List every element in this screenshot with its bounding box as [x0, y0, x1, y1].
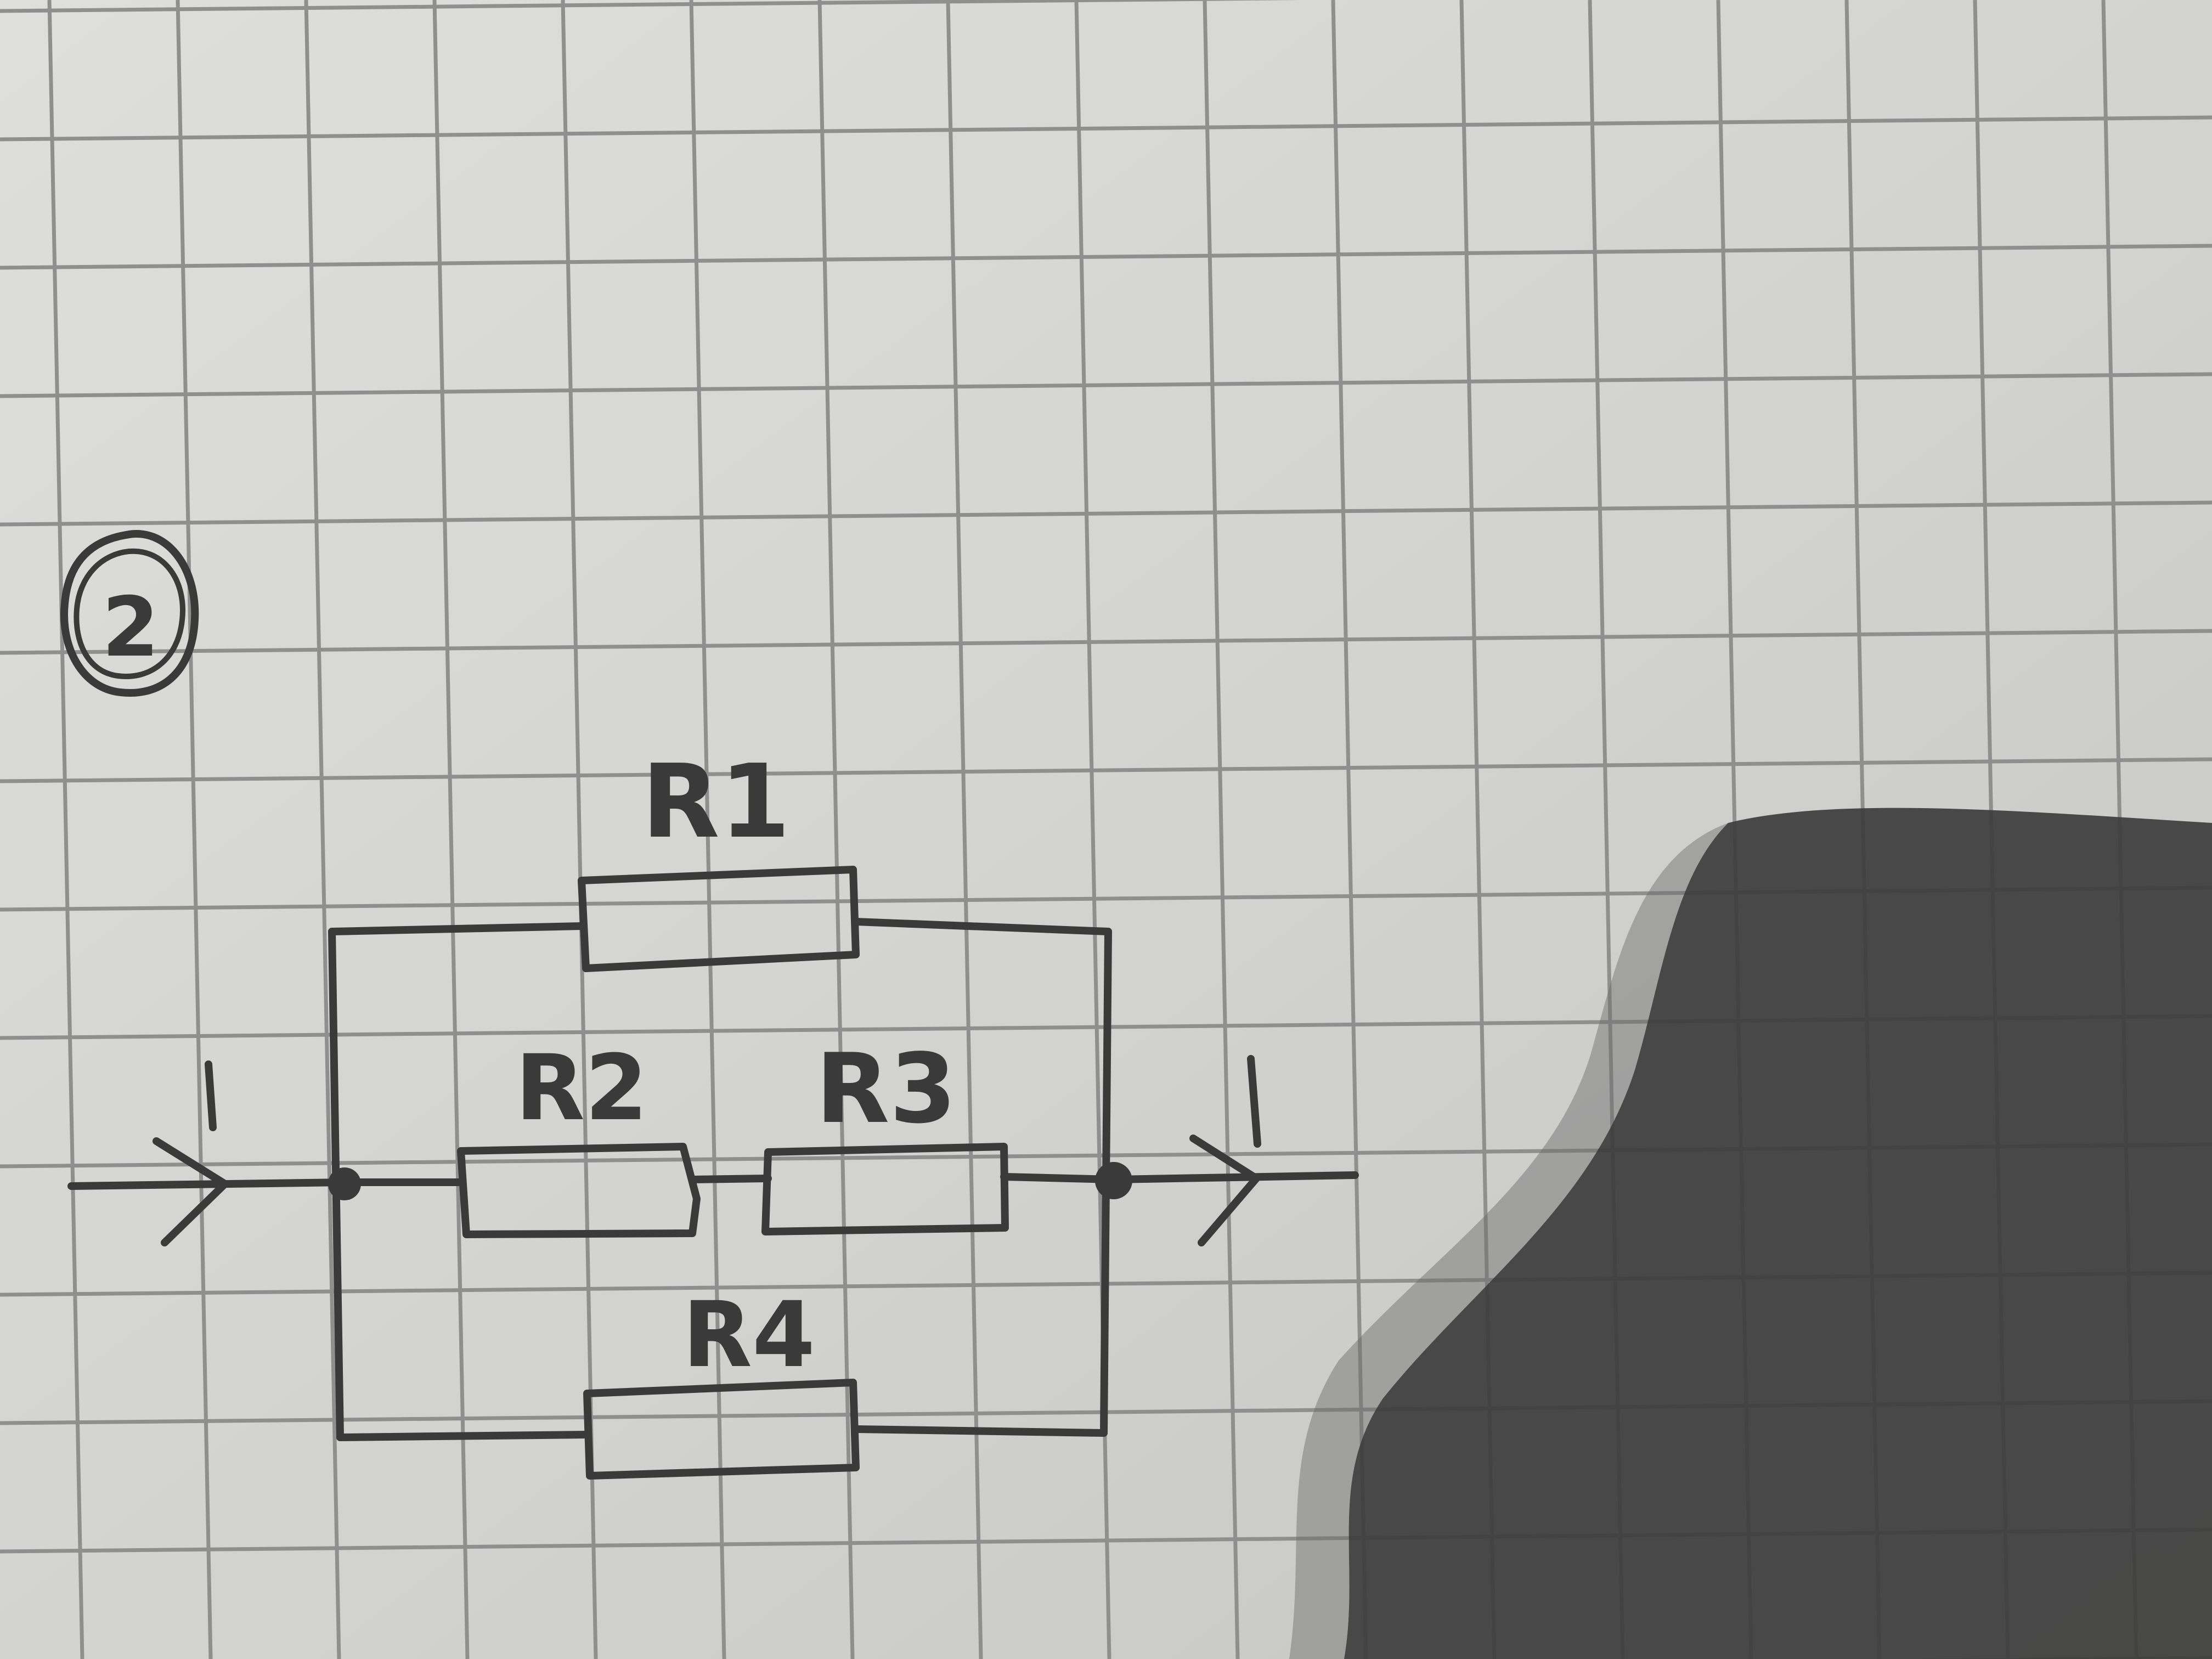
wire-top-left — [328, 922, 585, 935]
grid-line-vertical — [689, 0, 726, 1659]
grid-line-vertical — [176, 0, 213, 1659]
wire-output — [1110, 1171, 1359, 1183]
grid-line-vertical — [304, 0, 341, 1659]
grid-line-vertical — [432, 0, 470, 1659]
wire-top-right — [852, 918, 1112, 935]
resistor-r2-body — [457, 1143, 701, 1238]
wire-bottom-right — [852, 1425, 1108, 1437]
grid-line-horizontal — [0, 244, 2212, 270]
grid-line-vertical — [561, 0, 598, 1659]
grid-line-horizontal — [0, 0, 1300, 13]
arrow-in-icon — [153, 1137, 229, 1246]
problem-number-circle — [60, 530, 199, 697]
hand-shadow — [1344, 808, 2212, 1659]
problem-number-circle-inner — [74, 548, 185, 679]
hand-shadow-edge — [1289, 823, 1728, 1659]
resistor-r3-body — [761, 1143, 1009, 1235]
wire-input — [67, 1178, 349, 1190]
grid-line-vertical — [1331, 0, 1368, 1659]
wire-mid-center — [690, 1175, 772, 1183]
grid-line-horizontal — [0, 115, 2212, 142]
problem-number: 2 — [102, 580, 159, 675]
resistor-r4-body — [583, 1379, 860, 1480]
resistor-r1-body — [578, 866, 860, 972]
current-in-mark — [205, 1060, 217, 1131]
grid-line-vertical — [946, 0, 983, 1659]
resistor-r3-label: R3 — [816, 1034, 957, 1145]
arrow-out-icon — [1189, 1135, 1260, 1246]
grid-line-vertical — [1203, 0, 1240, 1659]
wire-bottom-left — [336, 1431, 591, 1441]
resistor-r2-label: R2 — [515, 1035, 648, 1141]
grid-line-vertical — [47, 0, 84, 1659]
grid-line-horizontal — [0, 372, 2212, 398]
resistor-r4-label: R4 — [682, 1282, 815, 1387]
junction-left — [328, 1167, 361, 1200]
grid-line-horizontal — [0, 500, 2212, 527]
grid-line-horizontal — [0, 629, 2212, 655]
junction-right — [1095, 1162, 1132, 1199]
grid-line-horizontal — [0, 757, 2212, 783]
resistor-r1-label: R1 — [641, 742, 790, 861]
current-out-mark — [1247, 1055, 1261, 1148]
